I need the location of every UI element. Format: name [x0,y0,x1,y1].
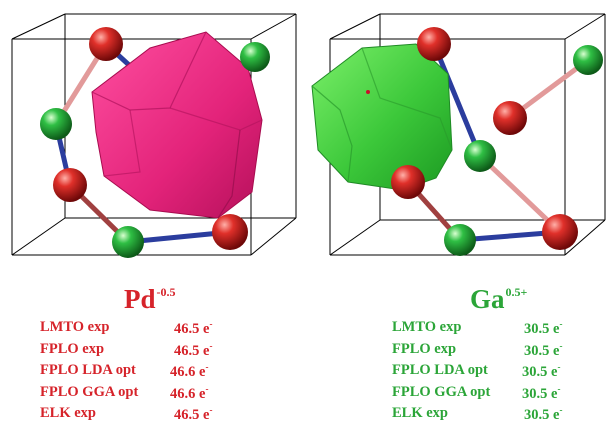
method-label: FPLO GGA opt [392,384,491,400]
method-label: FPLO LDA opt [392,362,488,378]
method-label: FPLO GGA opt [40,384,139,400]
ga-atom [240,42,270,72]
ga-structure [311,13,606,256]
ga-row: FPLO exp [392,341,456,358]
crystal-structure-diagram [11,13,606,258]
ga-atom [573,45,603,75]
pd-row: FPLO LDA opt [40,362,136,379]
ga-row: FPLO LDA opt [392,362,488,379]
pd-atom [542,214,578,250]
pd-value: 46.6 e- [170,384,209,402]
pd-element: Pd [124,284,156,314]
ga-atom [464,140,496,172]
pd-isosurface [91,31,263,219]
ga-value: 30.5 e- [524,405,563,423]
method-label: FPLO exp [40,341,105,357]
pd-value: 46.5 e- [174,405,213,423]
pd-atom [212,214,248,250]
pd-atom [493,101,527,135]
ga-atom [444,224,476,256]
ga-element: Ga [470,284,505,314]
method-label: ELK exp [392,405,448,421]
pd-row: FPLO exp [40,341,104,358]
ga-charge: 0.5+ [505,285,528,299]
pd-value: 46.6 e- [170,362,209,380]
method-label: FPLO exp [392,341,457,357]
ga-row: LMTO exp [392,319,461,336]
ga-title: Ga0.5+ [470,284,527,315]
pd-value: 46.5 e- [174,319,213,337]
method-label: FPLO LDA opt [40,362,136,378]
method-label: LMTO exp [392,319,462,335]
ga-value: 30.5 e- [522,384,561,402]
ga-value: 30.5 e- [524,319,563,337]
pd-charge: -0.5 [156,285,176,299]
pd-value: 46.5 e- [174,341,213,359]
ga-atom [112,226,144,258]
pd-atom [417,27,451,61]
surface-marker [366,90,370,94]
pd-row: FPLO GGA opt [40,384,138,401]
method-label: LMTO exp [40,319,110,335]
pd-title: Pd-0.5 [124,284,176,315]
pd-structure [11,13,297,258]
ga-isosurface [311,43,453,191]
ga-atom [40,108,72,140]
ga-row: ELK exp [392,405,448,422]
ga-value: 30.5 e- [522,362,561,380]
ga-value: 30.5 e- [524,341,563,359]
pd-atom [53,168,87,202]
pd-row: LMTO exp [40,319,109,336]
pd-atom [89,27,123,61]
pd-atom [391,165,425,199]
pd-row: ELK exp [40,405,96,422]
ga-row: FPLO GGA opt [392,384,490,401]
method-label: ELK exp [40,405,96,421]
